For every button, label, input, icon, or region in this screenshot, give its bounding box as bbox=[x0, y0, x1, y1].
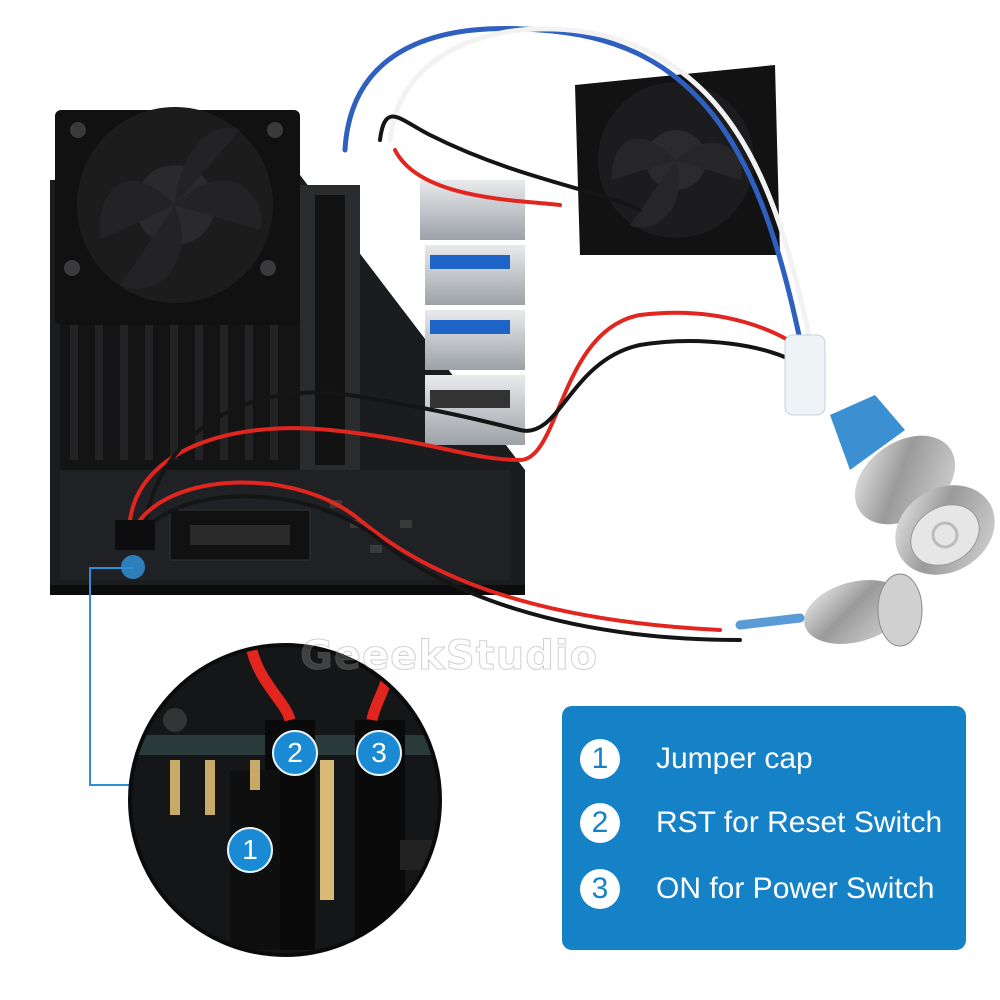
legend-number: 1 bbox=[580, 739, 620, 779]
legend-item: 2 RST for Reset Switch bbox=[580, 801, 942, 845]
reset-push-switch bbox=[804, 573, 923, 647]
legend-number: 3 bbox=[580, 869, 620, 909]
zoom-detail bbox=[128, 643, 442, 957]
legend-panel: 1 Jumper cap 2 RST for Reset Switch 3 ON… bbox=[562, 706, 966, 950]
zoom-badge-3: 3 bbox=[356, 730, 402, 776]
wires bbox=[128, 26, 813, 642]
callout-line bbox=[89, 567, 140, 786]
legend-number: 2 bbox=[580, 803, 620, 843]
legend-item: 3 ON for Power Switch bbox=[580, 867, 934, 911]
zoom-badge-1: 1 bbox=[227, 827, 273, 873]
main-cooling-fan bbox=[55, 107, 300, 325]
legend-item: 1 Jumper cap bbox=[580, 737, 813, 781]
legend-label: Jumper cap bbox=[656, 742, 813, 775]
legend-label: ON for Power Switch bbox=[656, 872, 935, 905]
zoom-badge-2: 2 bbox=[272, 730, 318, 776]
io-ports bbox=[420, 180, 525, 445]
secondary-cooling-fan bbox=[575, 65, 780, 255]
power-push-switch bbox=[784, 334, 995, 575]
legend-label: RST for Reset Switch bbox=[656, 806, 943, 839]
watermark-text: GeeekStudio bbox=[299, 633, 599, 680]
board-header bbox=[115, 520, 155, 579]
module-connector bbox=[300, 185, 360, 470]
heatsink bbox=[60, 300, 300, 470]
